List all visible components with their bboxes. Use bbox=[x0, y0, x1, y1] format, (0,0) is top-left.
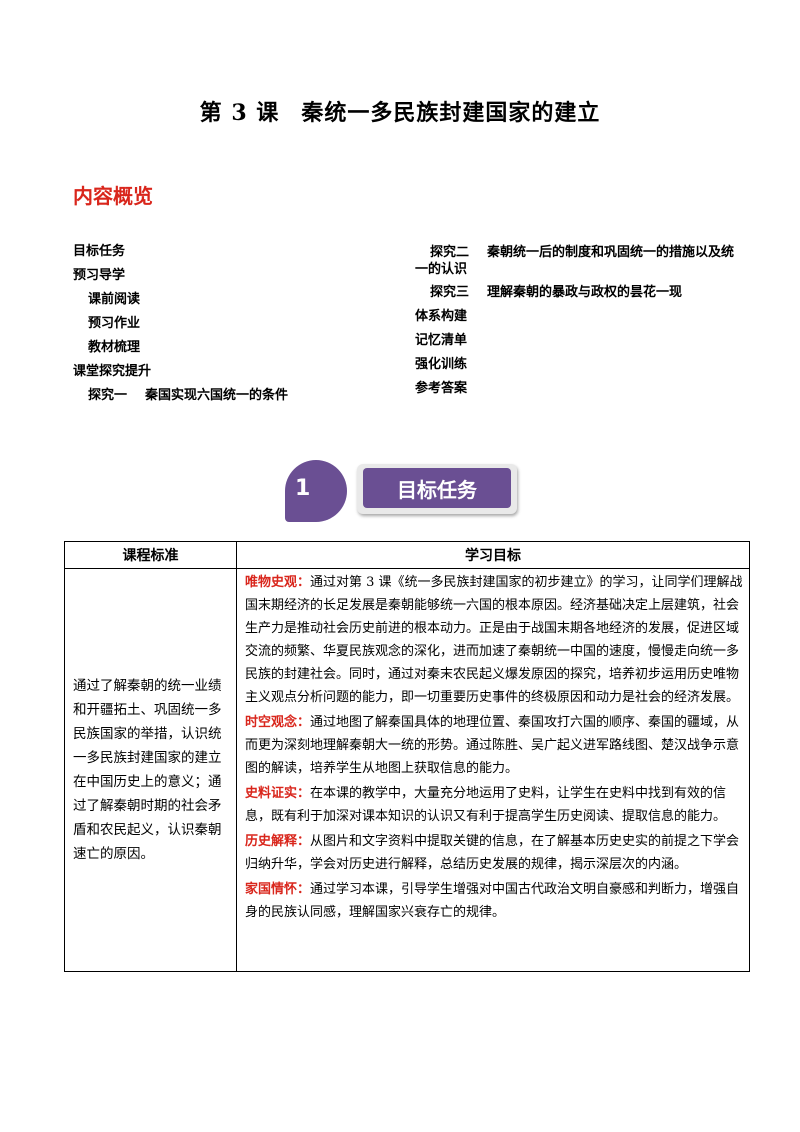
goal-label: 史料证实： bbox=[245, 786, 311, 801]
course-standard-cell: 通过了解秦朝的统一业绩和开疆拓土、巩固统一多民族国家的举措，认识统一多民族封建国… bbox=[64, 568, 237, 972]
toc-item-system[interactable]: 体系构建 bbox=[415, 309, 468, 324]
toc-inquiry-label: 探究三 bbox=[430, 285, 470, 300]
lesson-number: 第 3 课 bbox=[199, 100, 280, 126]
goal-label: 历史解释： bbox=[245, 834, 311, 849]
toc-inquiry-text: 理解秦朝的暴政与政权的昙花一现 bbox=[487, 285, 683, 300]
toc-item-inquiry-3[interactable]: 探究三 理解秦朝的暴政与政权的昙花一现 bbox=[415, 281, 745, 305]
toc-item-pre-homework[interactable]: 预习作业 bbox=[88, 316, 141, 331]
goal-interpretation: 历史解释：从图片和文字资料中提取关键的信息，在了解基本历史史实的前提之下学会归纳… bbox=[245, 830, 743, 876]
header-learning-goals: 学习目标 bbox=[236, 541, 750, 569]
goal-spacetime: 时空观念：通过地图了解秦国具体的地理位置、秦国攻打六国的顺序、秦国的疆域，从而更… bbox=[245, 711, 743, 780]
section-label-box: 目标任务 bbox=[357, 464, 517, 514]
toc-item-goals[interactable]: 目标任务 bbox=[73, 244, 126, 259]
toc-item-memory-list[interactable]: 记忆清单 bbox=[415, 333, 468, 348]
toc-inquiry-label: 探究一 bbox=[88, 388, 128, 403]
table-header-row: 课程标准 学习目标 bbox=[64, 541, 750, 569]
toc-item-preview[interactable]: 预习导学 bbox=[73, 268, 126, 283]
goal-label: 家国情怀： bbox=[245, 882, 311, 897]
toc-inquiry-text: 秦国实现六国统一的条件 bbox=[145, 388, 289, 403]
toc-item-inquiry-1[interactable]: 探究一 秦国实现六国统一的条件 bbox=[73, 384, 373, 408]
page-title: 第 3 课秦统一多民族封建国家的建立 bbox=[0, 95, 800, 127]
goal-materialism: 唯物史观：通过对第 3 课《统一多民族封建国家的初步建立》的学习，让同学们理解战… bbox=[245, 571, 743, 709]
overview-heading: 内容概览 bbox=[73, 184, 153, 208]
goal-text: 从图片和文字资料中提取关键的信息，在了解基本历史史实的前提之下学会归纳升华，学会… bbox=[245, 834, 740, 872]
learning-goals-cell: 唯物史观：通过对第 3 课《统一多民族封建国家的初步建立》的学习，让同学们理解战… bbox=[236, 568, 750, 972]
toc-inquiry-text: 秦朝统一后的制度和巩固统一的措施以及统一的认识 bbox=[415, 245, 735, 277]
toc-item-textbook-summary[interactable]: 教材梳理 bbox=[88, 340, 141, 355]
toc-item-classroom-inquiry[interactable]: 课堂探究提升 bbox=[73, 364, 152, 379]
goals-table: 课程标准 学习目标 通过了解秦朝的统一业绩和开疆拓土、巩固统一多民族国家的举措，… bbox=[64, 541, 750, 972]
toc-item-pre-reading[interactable]: 课前阅读 bbox=[88, 292, 141, 307]
goal-patriotism: 家国情怀：通过学习本课，引导学生增强对中国古代政治文明自豪感和判断力，增强自身的… bbox=[245, 878, 743, 924]
section-label: 目标任务 bbox=[363, 468, 511, 508]
goal-evidence: 史料证实：在本课的教学中，大量充分地运用了史料，让学生在史料中找到有效的信息，既… bbox=[245, 782, 743, 828]
goal-text: 通过学习本课，引导学生增强对中国古代政治文明自豪感和判断力，增强自身的民族认同感… bbox=[245, 882, 740, 920]
lesson-name: 秦统一多民族封建国家的建立 bbox=[301, 100, 601, 126]
toc-inquiry-label: 探究二 bbox=[430, 245, 470, 260]
course-standard-text: 通过了解秦朝的统一业绩和开疆拓土、巩固统一多民族国家的举措，认识统一多民族封建国… bbox=[73, 678, 222, 862]
toc-item-answers[interactable]: 参考答案 bbox=[415, 381, 468, 396]
goal-text: 通过地图了解秦国具体的地理位置、秦国攻打六国的顺序、秦国的疆域，从而更为深刻地理… bbox=[245, 715, 740, 776]
toc-right-column: 探究二秦朝统一后的制度和巩固统一的措施以及统一的认识 探究三 理解秦朝的暴政与政权… bbox=[415, 240, 745, 401]
section-number-badge: 1 bbox=[285, 460, 347, 522]
toc-item-inquiry-2[interactable]: 探究二秦朝统一后的制度和巩固统一的措施以及统一的认识 bbox=[415, 240, 745, 281]
table-row: 通过了解秦朝的统一业绩和开疆拓土、巩固统一多民族国家的举措，认识统一多民族封建国… bbox=[64, 568, 750, 972]
section-banner: 1 目标任务 bbox=[285, 460, 525, 530]
toc-item-training[interactable]: 强化训练 bbox=[415, 357, 468, 372]
goal-label: 唯物史观： bbox=[245, 575, 311, 590]
goal-text: 在本课的教学中，大量充分地运用了史料，让学生在史料中找到有效的信息，既有利于加深… bbox=[245, 786, 727, 824]
goal-label: 时空观念： bbox=[245, 715, 311, 730]
section-number: 1 bbox=[295, 476, 311, 501]
goal-text: 通过对第 3 课《统一多民族封建国家的初步建立》的学习，让同学们理解战国末期经济… bbox=[245, 575, 743, 705]
toc-left-column: 目标任务 预习导学 课前阅读 预习作业 教材梳理 课堂探究提升 探究一 秦国实现六… bbox=[73, 240, 373, 408]
header-course-standard: 课程标准 bbox=[64, 541, 237, 569]
